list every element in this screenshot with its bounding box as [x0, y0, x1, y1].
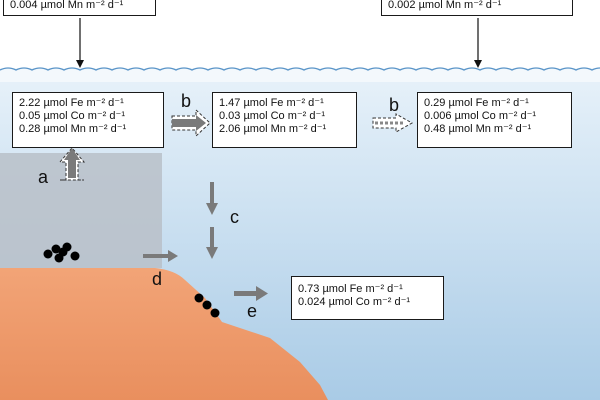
surface-flux-box-right: 0.002 µmol Mn m⁻² d⁻¹: [381, 0, 573, 16]
fe-flux: 2.22 µmol Fe m⁻² d⁻¹: [19, 97, 124, 109]
label-b-shelf: b: [181, 91, 192, 111]
fe-flux: 0.73 µmol Fe m⁻² d⁻¹: [298, 283, 403, 295]
fe-flux: 0.29 µmol Fe m⁻² d⁻¹: [424, 97, 529, 109]
label-b-offshore: b: [389, 95, 400, 115]
wave-line-icon: [0, 67, 600, 71]
particle-cluster-icon: [43, 242, 80, 263]
shelf-flux-box: 2.22 µmol Fe m⁻² d⁻¹ 0.05 µmol Co m⁻² d⁻…: [12, 92, 164, 148]
particle-cluster-icon: [194, 293, 220, 318]
label-a: a: [38, 167, 49, 187]
surface-layer: [0, 68, 600, 82]
mn-flux: 2.06 µmol Mn m⁻² d⁻¹: [219, 123, 327, 135]
fe-flux: 1.47 µmol Fe m⁻² d⁻¹: [219, 97, 324, 109]
dashed-right-arrow-icon: [372, 113, 414, 133]
slope-flux-box: 0.73 µmol Fe m⁻² d⁻¹ 0.024 µmol Co m⁻² d…: [291, 276, 444, 320]
sediment-seafloor: [0, 268, 328, 400]
mid-flux-box: 1.47 µmol Fe m⁻² d⁻¹ 0.03 µmol Co m⁻² d⁻…: [212, 92, 357, 148]
offshore-flux-box: 0.29 µmol Fe m⁻² d⁻¹ 0.006 µmol Co m⁻² d…: [417, 92, 572, 148]
flux-line: 0.004 µmol Mn m⁻² d⁻¹: [10, 0, 124, 11]
label-c: c: [230, 207, 239, 227]
flux-line: 0.002 µmol Mn m⁻² d⁻¹: [388, 0, 502, 11]
co-flux: 0.024 µmol Co m⁻² d⁻¹: [298, 296, 411, 308]
down-arrow-icon: [76, 60, 84, 68]
surface-flux-box-left: 0.004 µmol Mn m⁻² d⁻¹: [3, 0, 156, 16]
label-e: e: [247, 301, 258, 321]
co-flux: 0.03 µmol Co m⁻² d⁻¹: [219, 110, 325, 122]
mn-flux: 0.28 µmol Mn m⁻² d⁻¹: [19, 123, 127, 135]
label-d: d: [152, 269, 163, 289]
right-arrow-icon: [143, 250, 178, 262]
right-arrow-icon: [234, 286, 268, 301]
mn-flux: 0.48 µmol Mn m⁻² d⁻¹: [424, 123, 532, 135]
shelf-zone: [0, 153, 162, 268]
co-flux: 0.006 µmol Co m⁻² d⁻¹: [424, 110, 537, 122]
down-arrow-icon: [206, 182, 218, 259]
dashed-right-arrow-icon: [171, 108, 211, 138]
down-arrow-icon: [474, 60, 482, 68]
up-arrow-icon: [64, 148, 80, 178]
co-flux: 0.05 µmol Co m⁻² d⁻¹: [19, 110, 125, 122]
